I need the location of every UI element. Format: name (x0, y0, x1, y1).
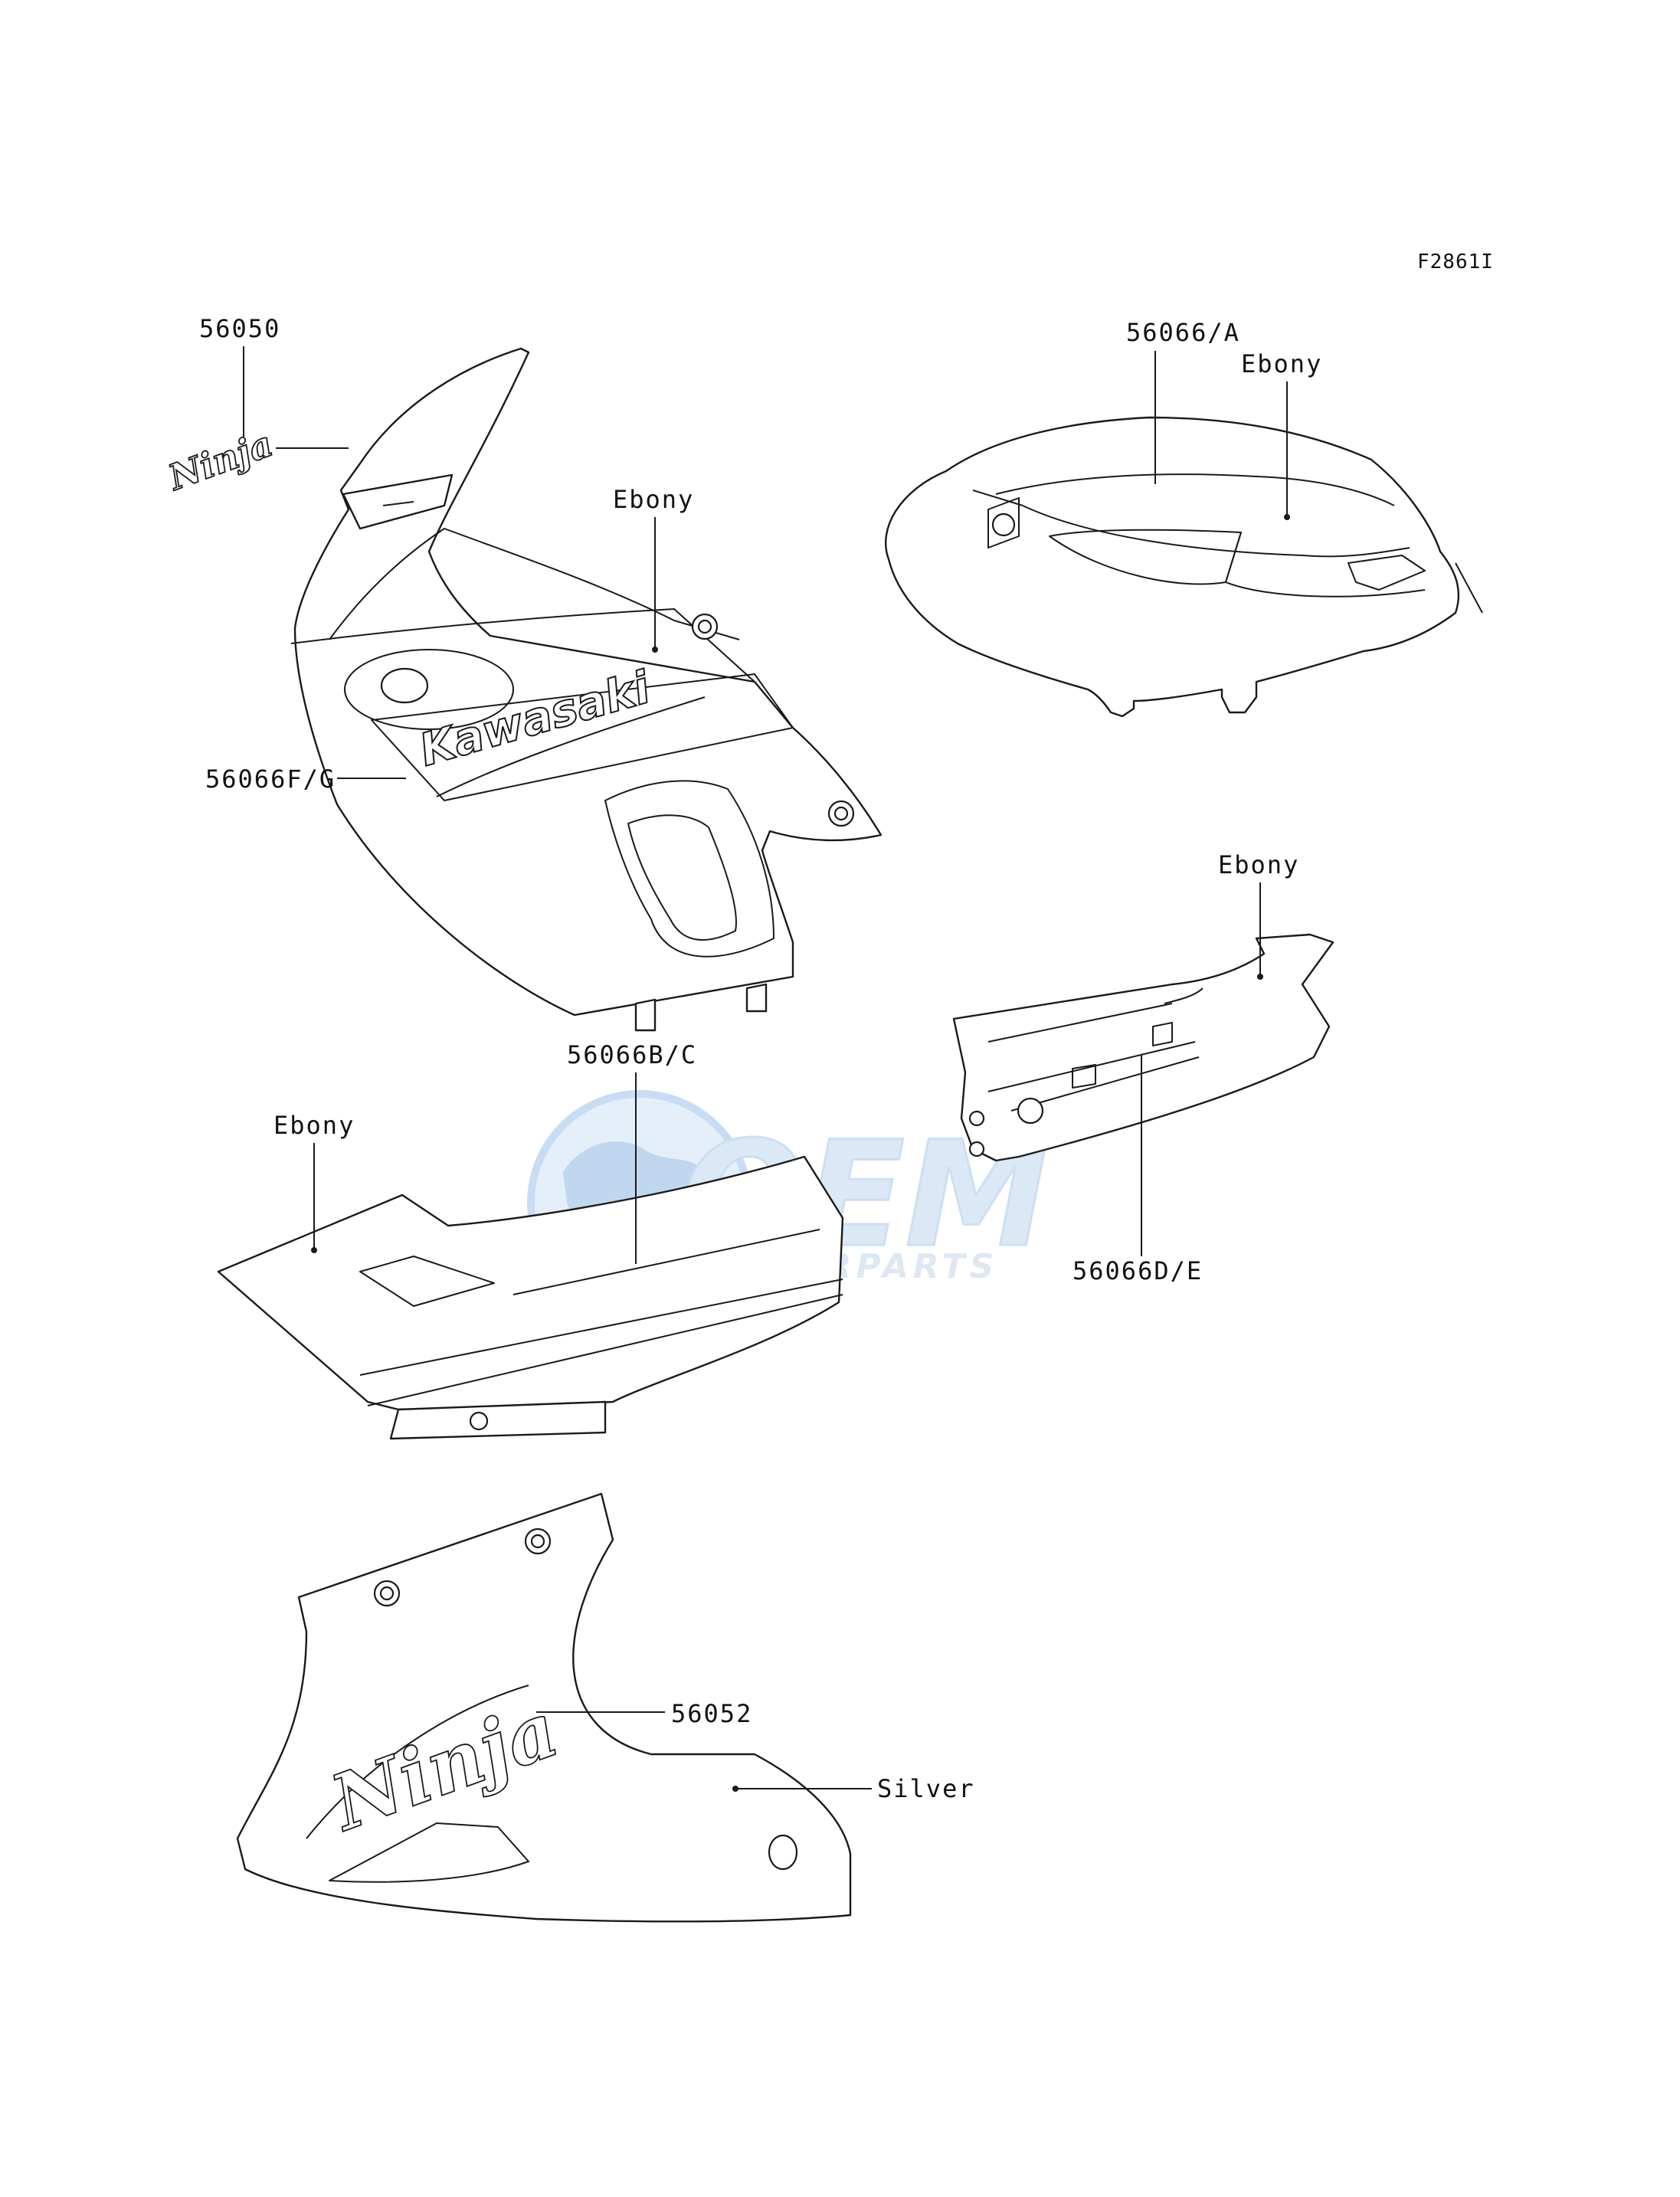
label-upper-ebony: Ebony (613, 485, 694, 514)
label-lower-ebony: Ebony (273, 1111, 355, 1140)
under-cowl: Ninja (236, 1492, 852, 1923)
label-silver: Silver (877, 1774, 975, 1803)
lower-fairing (217, 1155, 844, 1440)
label-side-ebony: Ebony (1218, 850, 1299, 879)
label-56066-a: 56066/A (1126, 318, 1240, 347)
upper-fairing: Kawasaki (290, 347, 883, 1032)
label-56066f-g: 56066F/G (205, 765, 336, 794)
figure-ref: F2861I (1417, 250, 1494, 273)
label-56052: 56052 (671, 1699, 752, 1728)
label-56066b-c: 56066B/C (567, 1040, 697, 1069)
ninja-emblem-small-icon: Ninja (162, 423, 277, 499)
label-56066d-e: 56066D/E (1073, 1256, 1203, 1285)
label-tank-ebony: Ebony (1241, 349, 1322, 378)
fuel-tank (885, 416, 1483, 718)
label-56050: 56050 (199, 314, 280, 343)
side-cover (952, 933, 1335, 1162)
